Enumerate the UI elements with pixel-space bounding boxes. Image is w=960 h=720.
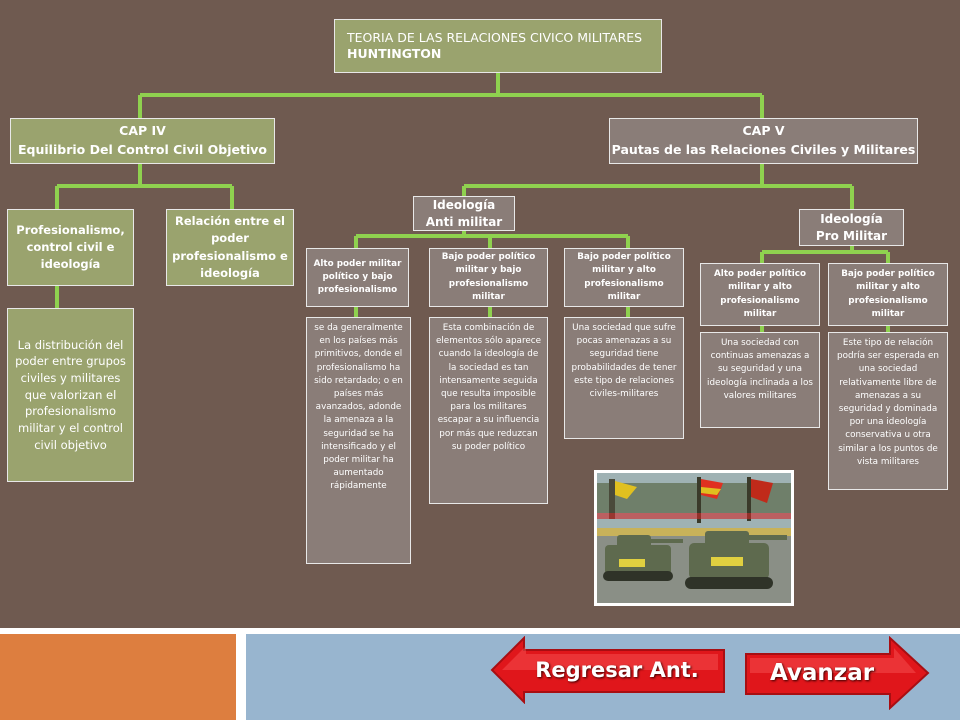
cap-v-box: CAP V Pautas de las Relaciones Civiles y… bbox=[609, 118, 918, 164]
next-button[interactable]: Avanzar bbox=[744, 636, 930, 710]
anti-case-3-heading: Bajo poder político militar y alto profe… bbox=[564, 248, 684, 307]
title-box: TEORIA DE LAS RELACIONES CIVICO MILITARE… bbox=[334, 19, 662, 73]
anti-military-box: Ideología Anti militar bbox=[413, 196, 515, 231]
pro-case-1-heading: Alto poder político militar y alto profe… bbox=[700, 263, 820, 326]
cap-iv-subtitle: Equilibrio Del Control Civil Objetivo bbox=[18, 142, 267, 157]
anti-case-2-text: Esta combinación de elementos sólo apare… bbox=[429, 317, 548, 504]
relation-text: Relación entre el poder profesionalismo … bbox=[172, 214, 288, 280]
right-arrow-icon bbox=[745, 636, 930, 710]
next-button-label: Avanzar bbox=[769, 660, 875, 686]
left-arrow-icon bbox=[490, 636, 725, 704]
connector-lines bbox=[55, 72, 890, 332]
footer-orange-block bbox=[0, 634, 236, 720]
pro-military-title: Ideología bbox=[820, 211, 883, 226]
cap-iv-box: CAP IV Equilibrio Del Control Civil Obje… bbox=[10, 118, 275, 164]
title-line1: TEORIA DE LAS RELACIONES CIVICO MILITARE… bbox=[347, 30, 643, 45]
cap-v-title: CAP V bbox=[742, 123, 785, 139]
diagram-canvas: TEORIA DE LAS RELACIONES CIVICO MILITARE… bbox=[0, 0, 960, 628]
anti-case-2-heading: Bajo poder político militar y bajo profe… bbox=[429, 248, 548, 307]
title-line2: HUNTINGTON bbox=[347, 46, 442, 62]
anti-case-1-heading: Alto poder militar político y bajo profe… bbox=[306, 248, 409, 307]
relation-box: Relación entre el poder profesionalismo … bbox=[166, 209, 294, 286]
back-button[interactable]: Regresar Ant. bbox=[488, 636, 728, 704]
pro-case-2-heading: Bajo poder político militar y alto profe… bbox=[828, 263, 948, 326]
pro-case-1-text: Una sociedad con continuas amenazas a su… bbox=[700, 332, 820, 428]
anti-military-title: Ideología bbox=[432, 197, 496, 212]
distribution-text: La distribución del poder entre grupos c… bbox=[15, 337, 126, 452]
back-button-label: Regresar Ant. bbox=[535, 658, 699, 682]
anti-case-1-text: se da generalmente en los países más pri… bbox=[306, 317, 411, 564]
pro-case-2-text: Este tipo de relación podría ser esperad… bbox=[828, 332, 948, 490]
anti-case-3-text: Una sociedad que sufre pocas amenazas a … bbox=[564, 317, 684, 439]
pro-military-subtitle: Pro Militar bbox=[815, 228, 888, 243]
professionalism-text: Profesionalismo, control civil e ideolog… bbox=[16, 222, 125, 272]
pro-military-box: Ideología Pro Militar bbox=[799, 209, 904, 246]
distribution-box: La distribución del poder entre grupos c… bbox=[7, 308, 134, 482]
military-parade-photo bbox=[594, 470, 794, 606]
professionalism-box: Profesionalismo, control civil e ideolog… bbox=[7, 209, 134, 286]
cap-v-subtitle: Pautas de las Relaciones Civiles y Milit… bbox=[611, 142, 916, 157]
cap-iv-title: CAP IV bbox=[119, 123, 166, 139]
anti-military-subtitle: Anti militar bbox=[425, 214, 503, 229]
